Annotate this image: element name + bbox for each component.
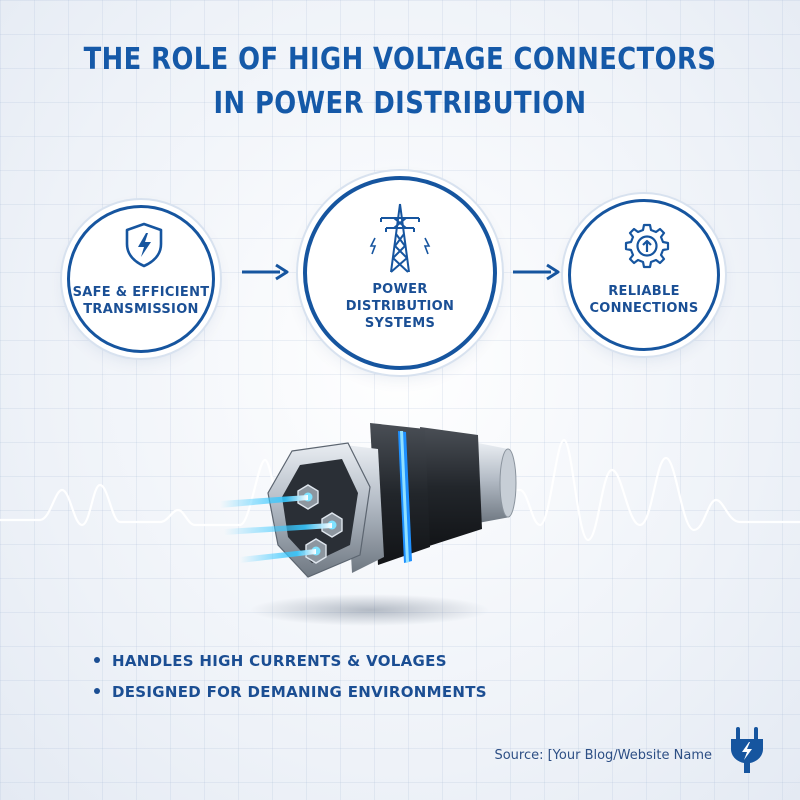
node-label: RELIABLE CONNECTIONS	[571, 283, 717, 317]
title-line-2: IN POWER DISTRIBUTION	[213, 86, 587, 121]
node-label-line: CONNECTIONS	[589, 301, 699, 316]
node-label-line: DISTRIBUTION	[345, 299, 455, 314]
arrow-right-icon	[242, 263, 289, 281]
node-power-distribution: POWER DISTRIBUTION SYSTEMS	[303, 176, 497, 370]
arrow-right-icon	[513, 263, 560, 281]
bullet-icon	[94, 656, 100, 663]
list-item-text: HANDLES HIGH CURRENTS & VOLAGES	[112, 652, 447, 670]
node-label-line: POWER	[372, 282, 428, 297]
list-item-text: DESIGNED FOR DEMANING ENVIRONMENTS	[112, 683, 487, 701]
node-safe-transmission: SAFE & EFFICIENT TRANSMISSION	[67, 205, 215, 353]
node-label: SAFE & EFFICIENT TRANSMISSION	[70, 284, 212, 318]
plug-lightning-icon	[731, 727, 763, 773]
list-item: DESIGNED FOR DEMANING ENVIRONMENTS	[94, 677, 487, 708]
page-title: THE ROLE OF HIGH VOLTAGE CONNECTORS IN P…	[56, 38, 744, 126]
source-credit: Source: [Your Blog/Website Name	[494, 748, 712, 763]
gear-arrow-icon	[624, 223, 670, 269]
node-label-line: SYSTEMS	[364, 316, 436, 331]
bullet-icon	[94, 687, 100, 694]
waveform-background	[0, 438, 800, 542]
list-item: HANDLES HIGH CURRENTS & VOLAGES	[94, 646, 487, 677]
node-reliable-connections: RELIABLE CONNECTIONS	[568, 199, 720, 351]
node-label-line: RELIABLE	[608, 284, 680, 299]
title-line-1: THE ROLE OF HIGH VOLTAGE CONNECTORS	[83, 42, 717, 77]
node-label-line: SAFE & EFFICIENT	[72, 285, 210, 300]
feature-list: HANDLES HIGH CURRENTS & VOLAGES DESIGNED…	[94, 646, 487, 708]
node-label: POWER DISTRIBUTION SYSTEMS	[307, 281, 493, 332]
transmission-tower-icon	[369, 203, 431, 273]
node-label-line: TRANSMISSION	[83, 302, 199, 317]
shield-lightning-icon	[125, 222, 163, 268]
connector-illustration	[220, 423, 517, 626]
